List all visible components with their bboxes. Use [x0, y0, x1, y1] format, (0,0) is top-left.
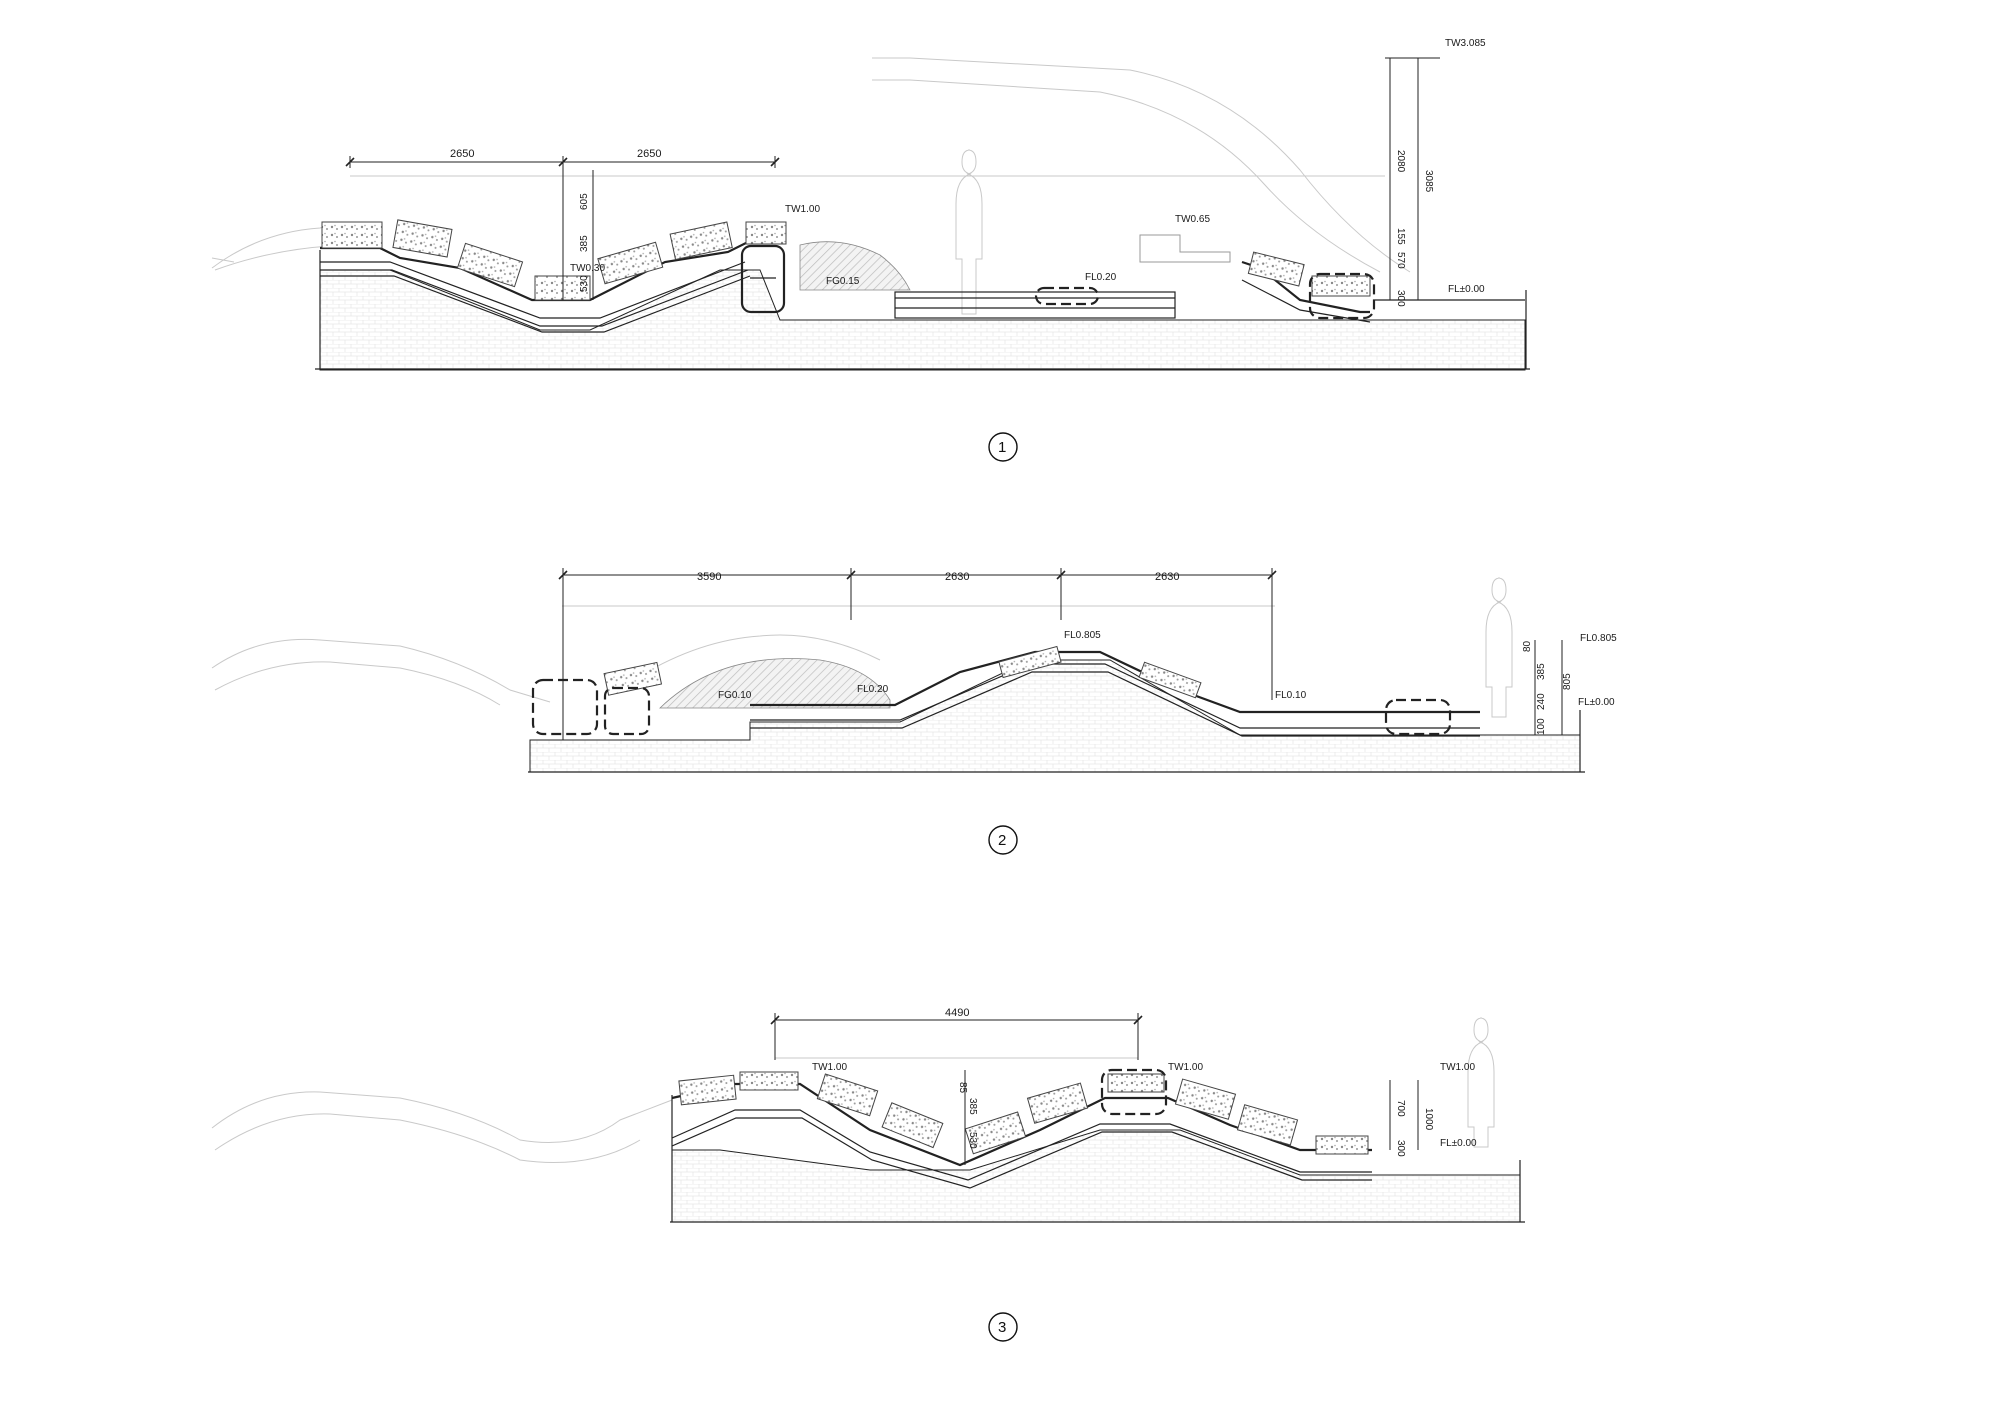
level-mark-label: TW1.00 [785, 204, 820, 215]
level-mark-label: FL±0.00 [1578, 697, 1615, 708]
wave-wall-base [750, 671, 1480, 737]
dimension-label: 2650 [637, 148, 661, 160]
level-mark-label: TW1.00 [812, 1062, 847, 1073]
section-2: 3590 2630 2630 80 385 240 805 100 FG0.10… [211, 568, 1617, 855]
wave-wall-base [750, 663, 1480, 729]
step-block [1139, 234, 1231, 263]
dimension-label: 80 [1522, 640, 1533, 652]
wave-wall-base [320, 261, 746, 319]
dimension-label: 300 [1395, 290, 1406, 307]
level-mark-label: FL0.10 [1275, 690, 1307, 701]
dimension-label: 300 [1395, 1140, 1406, 1157]
section-3: 4490 85 385 530 700 1000 300 TW1.00 TW1.… [211, 1007, 1525, 1342]
level-mark-label: FL0.805 [1580, 633, 1617, 644]
wave-wall-base [320, 269, 749, 327]
drain-detail [1384, 698, 1452, 736]
section-number: 2 [998, 832, 1006, 849]
level-mark-label: TW1.00 [1440, 1062, 1475, 1073]
person-silhouette [955, 149, 983, 315]
ghost-wall-curve [211, 638, 551, 703]
level-mark-label: TW1.00 [1168, 1062, 1203, 1073]
soil-mound-hatch [659, 658, 891, 709]
dimension-label: 100 [1536, 718, 1547, 735]
dimension-label: 570 [1395, 252, 1406, 269]
level-mark-label: FL0.20 [1085, 272, 1117, 283]
ghost-wall-curve [214, 661, 501, 706]
seat-module-detail [740, 244, 786, 314]
ground-mass [319, 269, 1526, 371]
dimension-label: 700 [1395, 1100, 1406, 1117]
drain-detail [1034, 286, 1100, 306]
level-mark-label: FL±0.00 [1440, 1138, 1477, 1149]
dimension-label: 2650 [450, 148, 474, 160]
dimension-label: 605 [579, 193, 590, 210]
person-silhouette [1467, 1017, 1495, 1148]
section-number-circle [988, 432, 1018, 462]
dimension-label: 85 [957, 1082, 968, 1094]
wave-wall-base [671, 1117, 1372, 1189]
ghost-wall-curve [639, 634, 881, 677]
section-number-circle [988, 825, 1018, 855]
section-number-circle [988, 1312, 1018, 1342]
dimension-label: 385 [967, 1098, 978, 1115]
wave-wall-top [750, 650, 1480, 714]
section-1: 2650 2650 605 385 530 2080 3085 155 570 … [211, 38, 1530, 462]
level-mark-label: FL±0.00 [1448, 284, 1485, 295]
wave-wall-base [671, 1109, 1372, 1181]
seat-module-detail [603, 686, 651, 736]
dimension-label: 2630 [945, 571, 969, 583]
level-mark-label: TW3.085 [1445, 38, 1486, 49]
ghost-wall-curve [872, 57, 1411, 273]
person-silhouette [1485, 577, 1513, 718]
dimension-label: 2080 [1395, 150, 1406, 173]
dimension-label: 2630 [1155, 571, 1179, 583]
section-number: 1 [998, 439, 1006, 456]
paving-slab [894, 291, 1176, 319]
ghost-wall-curve [214, 245, 331, 271]
ghost-wall-curve [211, 221, 341, 269]
dimension-lines [345, 57, 1440, 300]
section-number: 3 [998, 1319, 1006, 1336]
seat-module-detail [1308, 272, 1376, 320]
level-mark-label: FG0.15 [826, 276, 860, 287]
dimension-label: 3085 [1423, 170, 1434, 193]
dimension-label: 1000 [1423, 1108, 1434, 1131]
dimension-label: 805 [1562, 673, 1573, 690]
dimension-label: 4490 [945, 1007, 969, 1019]
ground-mass [529, 659, 1581, 773]
dimension-lines [558, 568, 1563, 740]
soil-mound-hatch [799, 241, 911, 291]
level-mark-label: FL0.805 [1064, 630, 1101, 641]
dimension-label: 3590 [697, 571, 721, 583]
ghost-wall-curve [214, 1113, 641, 1163]
dimension-lines [770, 1013, 1419, 1165]
level-mark-label: FL0.20 [857, 684, 889, 695]
planter-boxes [678, 1071, 1369, 1155]
dimension-label: 155 [1395, 228, 1406, 245]
dimension-label: 385 [1536, 663, 1547, 680]
wave-wall-base [320, 275, 751, 333]
level-mark-label: TW0.30 [570, 263, 605, 274]
dimension-label: 530 [579, 275, 590, 292]
dimension-label: 530 [967, 1132, 978, 1149]
dimension-label: 240 [1536, 693, 1547, 710]
seat-module-detail [1100, 1068, 1168, 1116]
seat-module-detail [531, 678, 599, 736]
ground-mass [671, 1129, 1521, 1223]
ghost-wall-curve [211, 1091, 673, 1143]
level-mark-label: TW0.65 [1175, 214, 1210, 225]
wave-wall-top [320, 235, 761, 302]
level-mark-label: FG0.10 [718, 690, 752, 701]
dimension-label: 385 [579, 235, 590, 252]
